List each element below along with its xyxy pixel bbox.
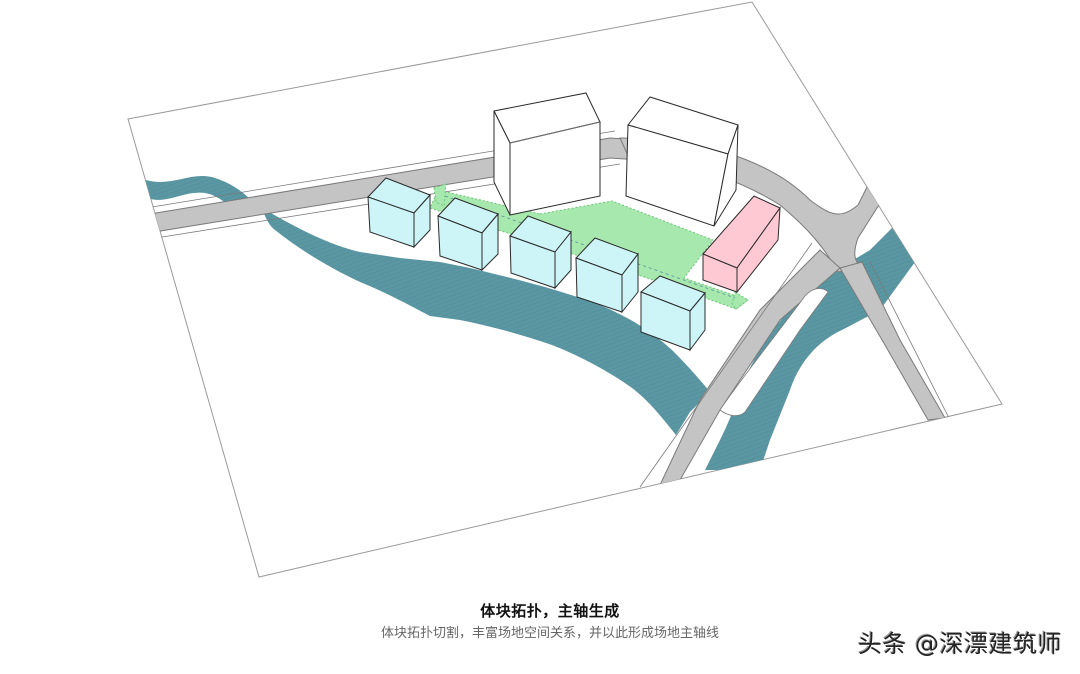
block-2 [437,197,499,272]
tower-left [493,92,601,216]
axis-arrow-east [731,291,749,310]
pink-block [702,195,781,294]
axis-arrow-west [433,183,447,207]
road-island [719,288,829,416]
watermark: 头条 @深漂建筑师 [857,630,1062,658]
block-5 [640,275,706,352]
tower-right [625,96,739,227]
site-massing-diagram [127,1,1003,578]
river-main [262,208,710,435]
block-4 [575,237,639,314]
site-ground-plane [127,1,1003,578]
block-1 [367,177,431,249]
caption-title: 体块拓扑，主轴生成 [480,602,620,620]
block-3 [509,215,572,290]
road-curve [619,137,883,273]
caption-subtitle: 体块拓扑切割，丰富场地空间关系，并以此形成场地主轴线 [380,626,719,641]
